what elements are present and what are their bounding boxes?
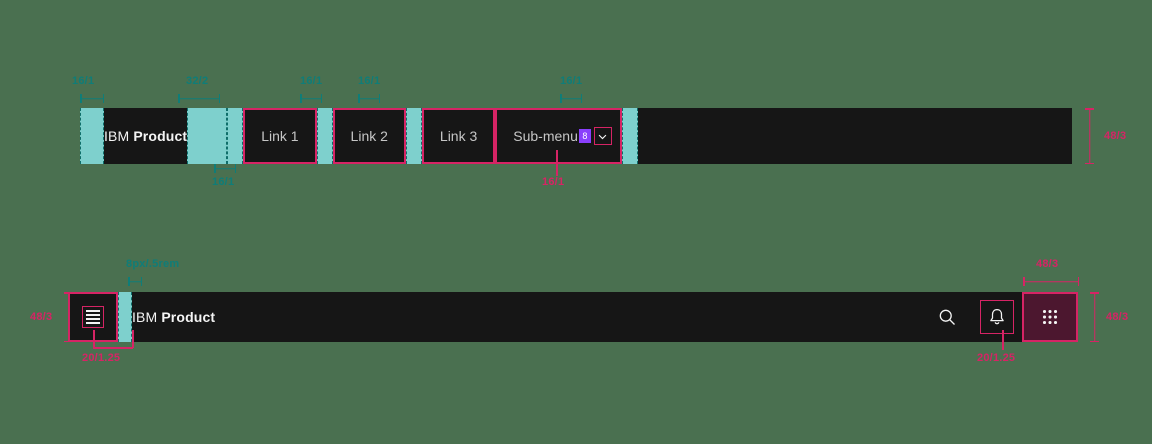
annotation-ruler-t3 xyxy=(300,94,322,103)
annotation-label-t6: 16/1 xyxy=(212,176,235,188)
annotation-leader-chevron xyxy=(556,150,558,176)
annotation-label-b2: 48/3 xyxy=(30,311,53,323)
brand-name: Product xyxy=(133,128,188,144)
submenu-count-badge: 8 xyxy=(578,129,591,143)
nav-submenu[interactable]: Sub-menu 8 xyxy=(495,108,622,164)
brand-prefix: IBM xyxy=(104,128,130,144)
spacing-overlay-link2-link3 xyxy=(405,108,422,164)
annotation-ruler-b6 xyxy=(1090,292,1099,342)
spacing-overlay-submenu-right xyxy=(621,108,638,164)
annotation-label-t7: 16/1 xyxy=(542,176,565,188)
brand-logo-top[interactable]: IBM Product xyxy=(104,108,187,164)
spacing-overlay-menu-brand xyxy=(118,292,132,342)
annotation-leader-hamburger-h xyxy=(93,347,133,349)
annotation-label-t8: 48/3 xyxy=(1104,130,1127,142)
annotation-leader-hamburger-2 xyxy=(132,330,134,348)
annotation-label-b1: 8px/.5rem xyxy=(126,258,180,270)
nav-submenu-label: Sub-menu xyxy=(513,128,578,144)
annotation-ruler-b1 xyxy=(128,277,142,286)
search-icon[interactable] xyxy=(922,292,972,342)
header-actions xyxy=(922,292,1078,342)
annotation-ruler-t4 xyxy=(358,94,380,103)
nav-link-1[interactable]: Link 1 xyxy=(243,108,317,164)
annotation-ruler-t5 xyxy=(560,94,582,103)
annotation-label-b4: 20/1.25 xyxy=(977,352,1016,364)
brand-prefix-bottom: IBM xyxy=(132,309,158,325)
annotation-ruler-b2 xyxy=(64,292,73,342)
nav-link-3[interactable]: Link 3 xyxy=(421,108,496,164)
brand-name-bottom: Product xyxy=(161,309,216,325)
spacing-overlay-brand-left xyxy=(80,108,104,164)
top-navigation-bar: IBM Product Link 1 Link 2 Link 3 Sub-men… xyxy=(80,108,1072,164)
hamburger-menu-glyph xyxy=(82,306,104,328)
spacing-overlay-links-start xyxy=(227,108,244,164)
app-switcher-grid-icon[interactable] xyxy=(1022,292,1078,342)
annotation-label-b3: 20/1.25 xyxy=(82,352,121,364)
spacing-overlay-link1-link2 xyxy=(316,108,333,164)
annotation-leader-bell xyxy=(1002,330,1004,350)
annotation-label-t5: 16/1 xyxy=(560,75,583,87)
nav-link-2[interactable]: Link 2 xyxy=(332,108,406,164)
brand-logo-bottom[interactable]: IBM Product xyxy=(132,292,215,342)
nav-link-1-label: Link 1 xyxy=(261,128,299,144)
bottom-navigation-bar: IBM Product xyxy=(68,292,1078,342)
annotation-ruler-t8 xyxy=(1085,108,1094,164)
notification-bell-icon[interactable] xyxy=(972,292,1022,342)
annotation-label-t4: 16/1 xyxy=(358,75,381,87)
annotation-label-b5: 48/3 xyxy=(1036,258,1059,270)
annotation-label-t1: 16/1 xyxy=(72,75,95,87)
annotation-leader-hamburger xyxy=(93,330,95,348)
chevron-down-icon[interactable] xyxy=(593,127,612,145)
nav-link-3-label: Link 3 xyxy=(439,128,478,144)
nav-link-2-label: Link 2 xyxy=(350,128,388,144)
annotation-ruler-t2 xyxy=(178,94,220,103)
annotation-ruler-t6 xyxy=(214,164,236,173)
annotation-label-t3: 16/1 xyxy=(300,75,323,87)
annotation-ruler-b5 xyxy=(1023,277,1079,286)
annotation-ruler-t1 xyxy=(80,94,104,103)
annotation-label-t2: 32/2 xyxy=(186,75,209,87)
annotation-label-b6: 48/3 xyxy=(1106,311,1129,323)
spacing-overlay-brand-right xyxy=(187,108,228,164)
